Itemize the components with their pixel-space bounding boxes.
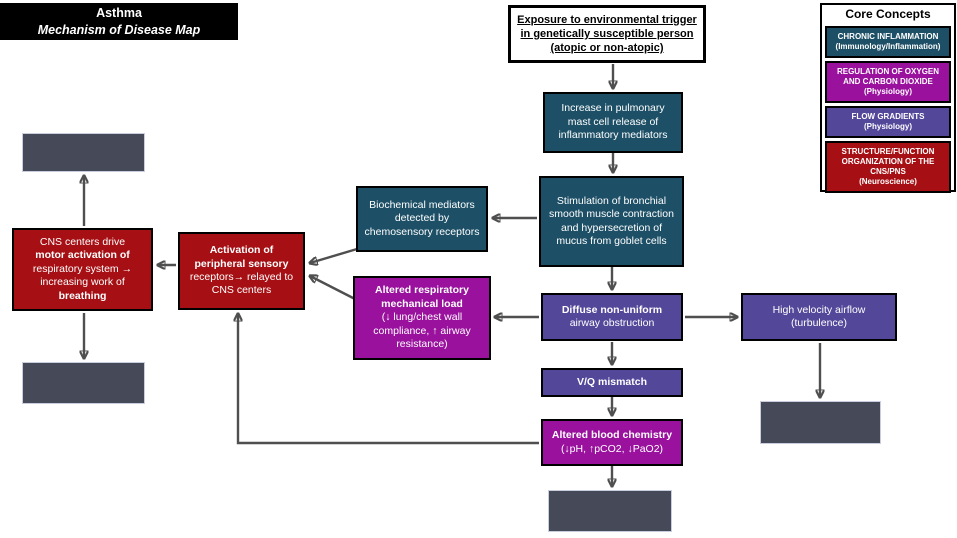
node-mast-cell-release-label: Increase in pulmonary mast cell release … — [558, 102, 668, 142]
legend-item-oxygen-co2-sub: (Physiology) — [863, 87, 912, 96]
legend-item-chronic-inflammation-label: CHRONIC INFLAMMATION — [837, 32, 939, 41]
node-peripheral-sensory-activation-title: Activation of peripheral sensory — [194, 244, 289, 270]
node-bronchial-contraction-label: Stimulation of bronchial smooth muscle c… — [549, 194, 674, 247]
node-mast-cell-release: Increase in pulmonary mast cell release … — [543, 92, 683, 153]
node-peripheral-sensory-activation-detail: receptors→ relayed to CNS centers — [189, 271, 294, 297]
core-concepts-legend: Core Concepts CHRONIC INFLAMMATION (Immu… — [820, 3, 956, 193]
placeholder-box-upper-left — [22, 133, 145, 172]
node-altered-mechanical-load: Altered respiratory mechanical load (↓ l… — [353, 276, 491, 360]
legend-item-chronic-inflammation-sub: (Immunology/Inflammation) — [835, 42, 941, 51]
placeholder-box-bottom-center — [548, 490, 672, 532]
node-bronchial-contraction: Stimulation of bronchial smooth muscle c… — [539, 176, 684, 267]
legend-item-oxygen-co2: REGULATION OF OXYGEN AND CARBON DIOXIDE … — [825, 61, 951, 103]
legend-item-oxygen-co2-label: REGULATION OF OXYGEN AND CARBON DIOXIDE — [836, 67, 940, 86]
legend-item-cns-pns-structure-sub: (Neuroscience) — [859, 177, 917, 186]
node-cns-line4: increasing work of — [40, 276, 125, 289]
legend-item-flow-gradients-sub: (Physiology) — [863, 122, 912, 131]
node-altered-mechanical-load-detail: (↓ lung/chest wall compliance, ↑ airway … — [373, 311, 471, 351]
arrow-biochemical-to-activation — [310, 247, 358, 263]
placeholder-box-lower-left — [22, 362, 145, 404]
node-cns-line3: respiratory system → — [32, 262, 133, 275]
node-airway-obstruction-detail: airway obstruction — [569, 317, 655, 329]
node-biochemical-mediators: Biochemical mediators detected by chemos… — [356, 186, 488, 252]
node-airway-obstruction: Diffuse non-uniform airway obstruction — [541, 293, 683, 341]
node-peripheral-sensory-activation: Activation of peripheral sensory recepto… — [178, 232, 305, 310]
node-vq-mismatch-label: V/Q mismatch — [576, 375, 648, 388]
node-airway-obstruction-title: Diffuse non-uniform — [561, 303, 663, 316]
legend-item-flow-gradients-label: FLOW GRADIENTS — [851, 112, 925, 121]
node-exposure-trigger-label: Exposure to environmental trigger in gen… — [517, 13, 697, 55]
node-cns-line5: breathing — [58, 289, 107, 302]
node-cns-line2: motor activation of — [35, 249, 130, 262]
node-altered-blood-chemistry: Altered blood chemistry (↓pH, ↑pCO2, ↓Pa… — [541, 419, 683, 466]
node-high-velocity-airflow-label: High velocity airflow (turbulence) — [772, 303, 866, 329]
legend-item-flow-gradients: FLOW GRADIENTS (Physiology) — [825, 106, 951, 138]
map-title-disease: Asthma — [96, 6, 142, 21]
legend-item-cns-pns-structure-label: STRUCTURE/FUNCTION ORGANIZATION OF THE C… — [841, 147, 935, 176]
map-title: Asthma Mechanism of Disease Map — [0, 3, 238, 40]
node-high-velocity-airflow: High velocity airflow (turbulence) — [741, 293, 897, 341]
node-altered-blood-chemistry-detail: (↓pH, ↑pCO2, ↓PaO2) — [560, 442, 664, 455]
node-biochemical-mediators-label: Biochemical mediators detected by chemos… — [364, 198, 480, 238]
node-cns-line1: CNS centers drive — [39, 235, 126, 248]
node-cns-motor-activation: CNS centers drive motor activation of re… — [12, 228, 153, 311]
node-altered-mechanical-load-title: Altered respiratory mechanical load — [375, 284, 469, 310]
node-altered-blood-chemistry-title: Altered blood chemistry — [551, 429, 673, 442]
legend-title: Core Concepts — [845, 7, 931, 21]
arrow-altered-load-to-activation — [310, 276, 356, 301]
placeholder-box-lower-right — [760, 401, 881, 444]
node-exposure-trigger: Exposure to environmental trigger in gen… — [508, 5, 706, 63]
legend-item-cns-pns-structure: STRUCTURE/FUNCTION ORGANIZATION OF THE C… — [825, 141, 951, 193]
map-title-subtitle: Mechanism of Disease Map — [37, 22, 201, 37]
legend-item-chronic-inflammation: CHRONIC INFLAMMATION (Immunology/Inflamm… — [825, 26, 951, 58]
node-vq-mismatch: V/Q mismatch — [541, 368, 683, 397]
